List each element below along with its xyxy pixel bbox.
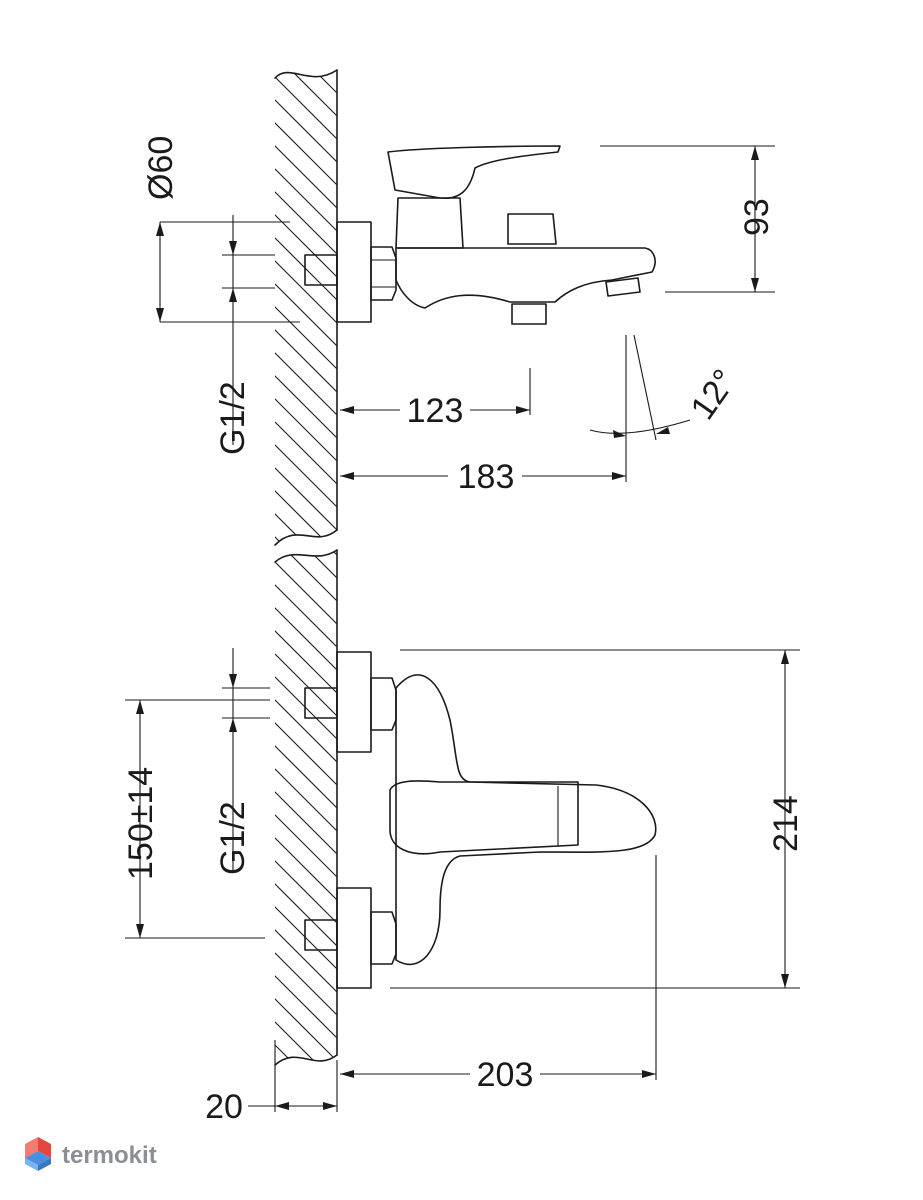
dimension-lines xyxy=(125,145,800,1112)
wall-section-bottom xyxy=(274,549,338,1066)
watermark: termokit xyxy=(25,1137,157,1171)
dim-203-label: 203 xyxy=(477,1056,534,1094)
mixer-front-view xyxy=(304,651,657,989)
dim-thread-bottom-label: G1/2 xyxy=(214,801,252,875)
dim-spacing-label: 150±14 xyxy=(122,767,160,880)
dim-wall-label: 20 xyxy=(205,1088,243,1126)
arrowheads xyxy=(136,146,789,1110)
mixer-side-view xyxy=(304,145,656,325)
dim-183-label: 183 xyxy=(458,458,515,496)
dim-214-label: 214 xyxy=(767,795,805,852)
termokit-logo-icon xyxy=(25,1137,51,1171)
dim-123-label: 123 xyxy=(407,392,464,430)
watermark-text: termokit xyxy=(62,1142,157,1169)
dim-diameter-label: Ø60 xyxy=(142,136,180,200)
dim-angle-label: 12° xyxy=(683,363,744,427)
wall-section-top xyxy=(274,69,338,546)
dim-93-label: 93 xyxy=(738,198,776,236)
dim-thread-top-label: G1/2 xyxy=(214,381,252,455)
